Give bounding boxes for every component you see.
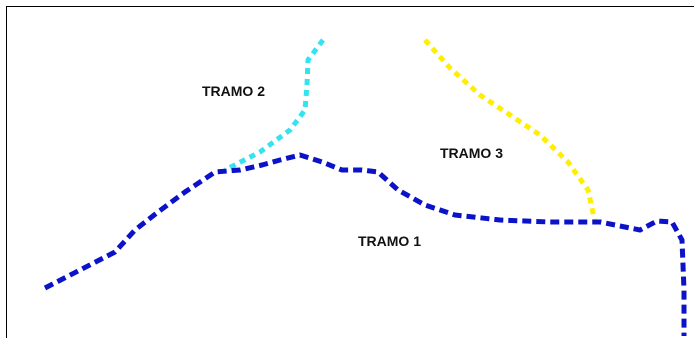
tramo-3-line — [423, 38, 598, 223]
tramo-1-label: TRAMO 1 — [358, 233, 421, 249]
tramo-2-label: TRAMO 2 — [202, 83, 265, 99]
tramo-3-label: TRAMO 3 — [440, 145, 503, 161]
diagram-frame — [6, 6, 694, 338]
tramo-1-line — [43, 152, 687, 336]
tramo-2-line — [223, 38, 325, 173]
